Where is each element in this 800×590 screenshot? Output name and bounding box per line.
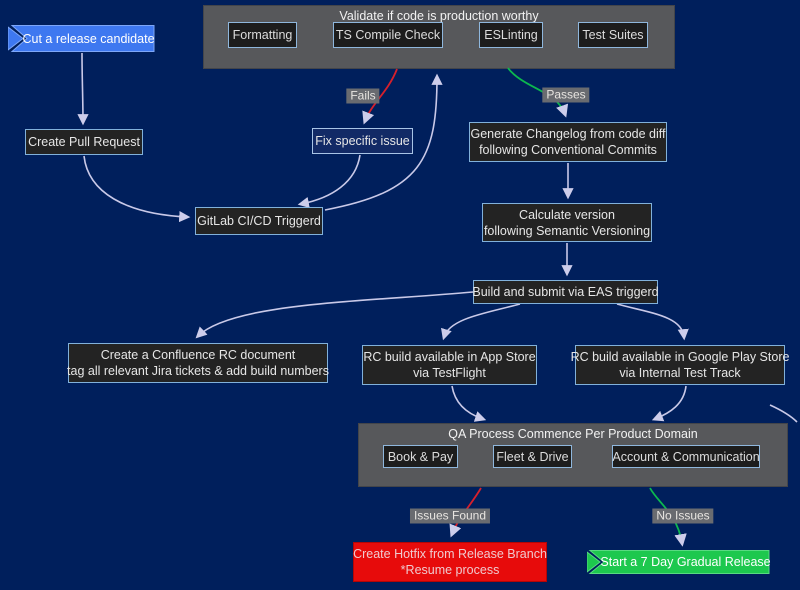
edge-googleplay-to-qa (651, 385, 687, 422)
edge-appstore-to-qa (451, 385, 487, 422)
node-gitlab-cicd-label: GitLab CI/CD Triggerd (197, 214, 321, 228)
node-create-hotfix-line2: *Resume process (400, 563, 500, 577)
edge-fragment (769, 404, 798, 423)
node-formatting: Formatting (228, 22, 297, 48)
edge-label-issues-found: Issues Found (409, 508, 491, 524)
node-ts-compile-check-label: TS Compile Check (335, 28, 441, 42)
edge-validate-passes-changelog (507, 67, 569, 118)
node-rc-app-store: RC build available in App Store via Test… (362, 345, 537, 385)
node-rc-google-play-line2: via Internal Test Track (619, 366, 741, 380)
node-fleet-drive: Fleet & Drive (493, 445, 572, 468)
flag-shape-blue (8, 25, 155, 52)
node-ts-compile-check: TS Compile Check (333, 22, 443, 48)
node-account-communication: Account & Communication (612, 445, 760, 468)
node-fix-specific-issue-label: Fix specific issue (315, 134, 410, 148)
edge-pr-to-gitlab (83, 155, 191, 223)
node-gitlab-cicd: GitLab CI/CD Triggerd (195, 207, 323, 235)
node-rc-google-play-line1: RC build available in Google Play Store (570, 350, 790, 364)
cluster-validate-title: Validate if code is production worthy (339, 9, 539, 23)
edge-label-no-issues: No Issues (652, 508, 714, 524)
node-create-pull-request: Create Pull Request (25, 129, 143, 155)
node-eas-build-submit-label: Build and submit via EAS triggerd (472, 285, 659, 299)
node-confluence-line2: tag all relevant Jira tickets & add buil… (67, 364, 329, 378)
node-book-pay-label: Book & Pay (387, 449, 454, 464)
node-fleet-drive-label: Fleet & Drive (496, 449, 569, 464)
edge-cut-to-pr (77, 52, 89, 126)
node-generate-changelog-line1: Generate Changelog from code diff (470, 127, 666, 141)
node-eslinting-label: ESLinting (484, 28, 538, 42)
node-eslinting: ESLinting (479, 22, 543, 48)
node-eas-build-submit: Build and submit via EAS triggerd (472, 280, 659, 304)
node-test-suites-label: Test Suites (582, 28, 644, 42)
node-account-communication-label: Account & Communication (612, 449, 760, 464)
node-rc-app-store-line2: via TestFlight (413, 366, 486, 380)
node-generate-changelog-line2: following Conventional Commits (479, 143, 657, 157)
edge-eas-to-appstore (441, 303, 521, 341)
edge-fix-to-gitlab (297, 154, 361, 209)
node-rc-google-play: RC build available in Google Play Store … (571, 345, 789, 385)
edge-gitlab-to-validate (324, 73, 443, 211)
node-confluence-line1: Create a Confluence RC document (100, 348, 296, 362)
node-calculate-version-line2: following Semantic Versioning (483, 223, 651, 238)
node-book-pay: Book & Pay (383, 445, 458, 468)
node-create-hotfix-line1: Create Hotfix from Release Branch (353, 547, 547, 561)
node-cut-release-candidate-label: Cut a release candidate (22, 31, 155, 46)
edge-label-fails: Fails (346, 88, 380, 104)
cluster-qa-title: QA Process Commence Per Product Domain (448, 427, 698, 441)
node-create-pull-request-label: Create Pull Request (28, 135, 140, 149)
edge-label-passes: Passes (542, 87, 590, 103)
node-gradual-release-label: Start a 7 Day Gradual Release (600, 555, 771, 569)
node-create-hotfix: Create Hotfix from Release Branch *Resum… (353, 542, 547, 582)
node-generate-changelog: Generate Changelog from code diff follow… (469, 122, 667, 162)
node-formatting-label: Formatting (232, 28, 293, 42)
edge-eas-to-googleplay (616, 303, 689, 341)
node-calculate-version-line1: Calculate version (519, 207, 615, 222)
node-rc-app-store-line1: RC build available in App Store (363, 350, 536, 364)
node-test-suites: Test Suites (578, 22, 648, 48)
node-cut-release-candidate: Cut a release candidate (8, 25, 155, 52)
node-gradual-release: Start a 7 Day Gradual Release (587, 550, 771, 574)
flag-shape-green (587, 550, 770, 574)
edge-validate-fails-fix (362, 68, 398, 125)
node-confluence-rc-document: Create a Confluence RC document tag all … (67, 343, 329, 383)
edge-eas-to-confluence (195, 291, 474, 339)
node-calculate-version: Calculate version following Semantic Ver… (482, 203, 652, 242)
node-fix-specific-issue: Fix specific issue (312, 128, 413, 154)
